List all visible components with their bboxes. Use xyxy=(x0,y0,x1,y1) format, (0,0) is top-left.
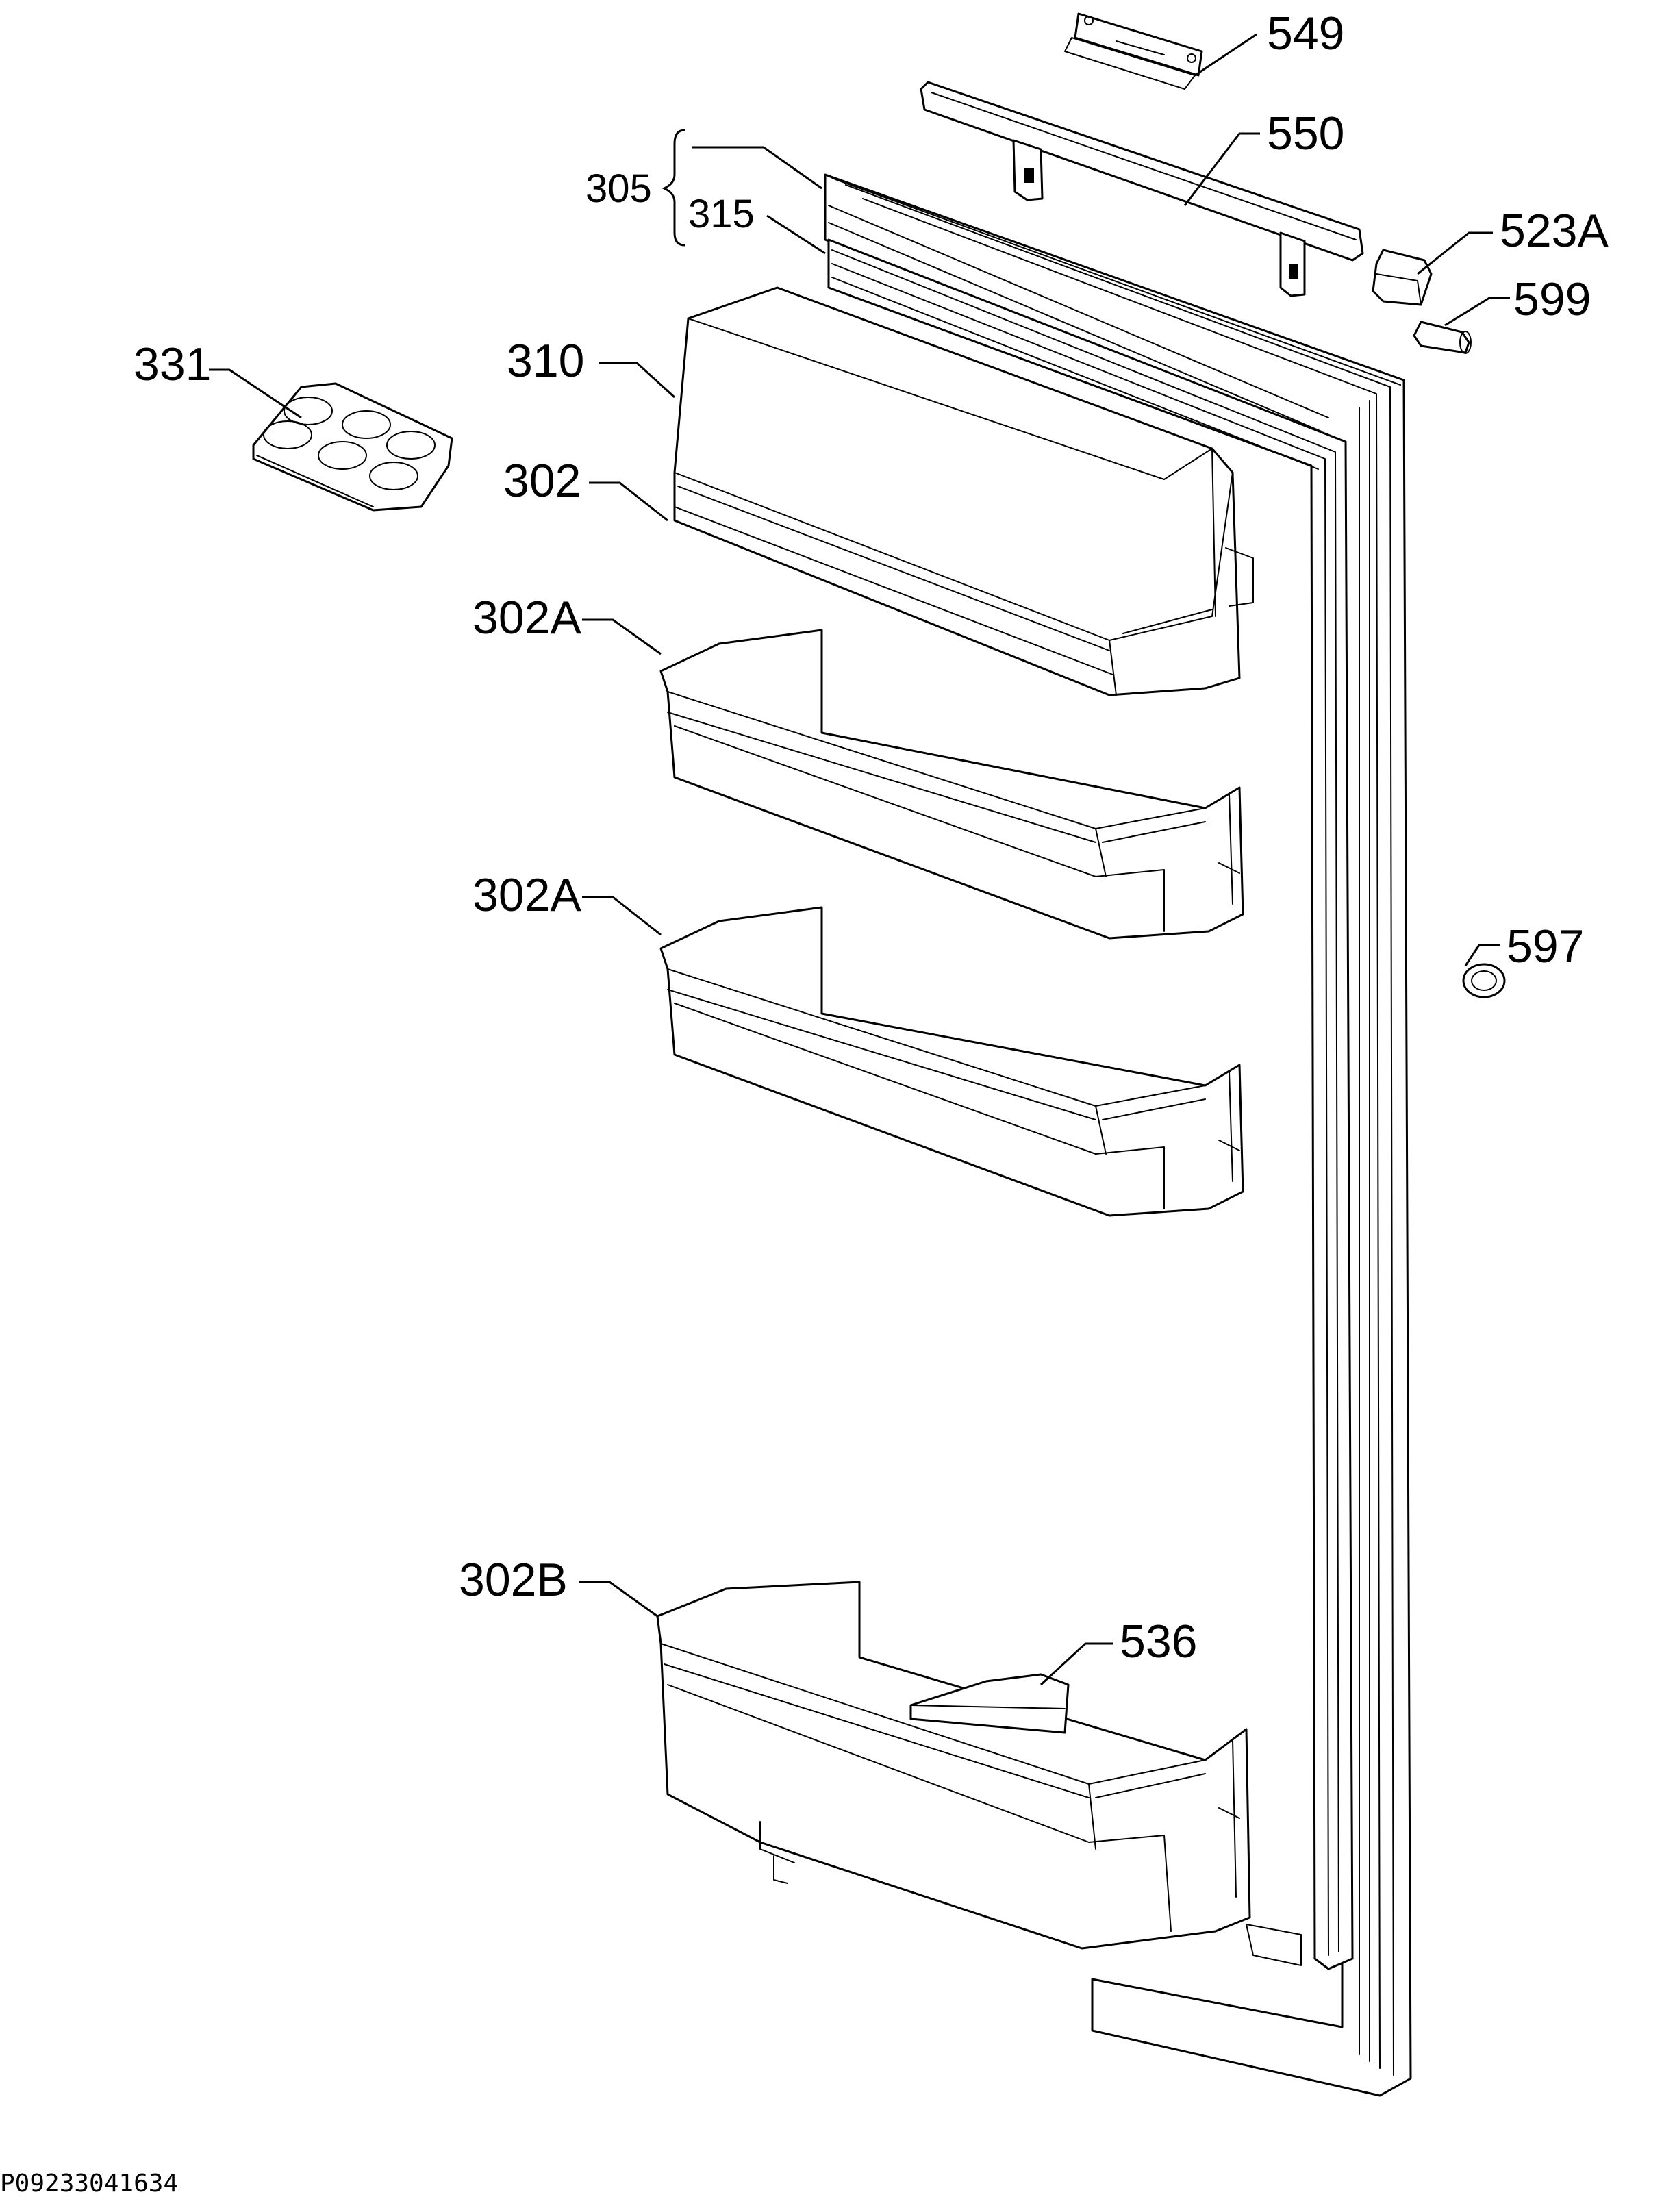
part-302A-shelf-1 xyxy=(659,629,1244,940)
label-549: 549 xyxy=(1267,8,1344,60)
label-302B: 302B xyxy=(459,1554,568,1606)
part-331-egg-tray xyxy=(252,382,453,512)
part-599-pin xyxy=(1413,321,1472,354)
label-550: 550 xyxy=(1267,108,1344,160)
label-523A: 523A xyxy=(1500,205,1609,257)
part-302A-shelf-2 xyxy=(659,906,1244,1217)
door-gasket-315 xyxy=(827,238,1354,1970)
part-597-plug xyxy=(1462,963,1506,998)
drawing-code: P09233041634 xyxy=(0,2170,178,2198)
label-302A-1: 302A xyxy=(473,592,581,644)
part-310-302-dairy-compartment xyxy=(673,286,1254,696)
part-536-bottle-divider xyxy=(909,1673,1070,1734)
label-302: 302 xyxy=(503,455,581,507)
part-302B-bottle-shelf xyxy=(656,1581,1251,1950)
label-536: 536 xyxy=(1120,1616,1197,1668)
part-523A-cap xyxy=(1372,249,1433,306)
label-315: 315 xyxy=(688,192,755,236)
label-597: 597 xyxy=(1507,920,1584,972)
label-599: 599 xyxy=(1513,273,1591,325)
leader-lines xyxy=(209,33,1510,1686)
label-310: 310 xyxy=(507,335,584,387)
label-305: 305 xyxy=(585,166,652,211)
label-331: 331 xyxy=(134,338,211,390)
part-550-handle xyxy=(920,81,1364,297)
label-302A-2: 302A xyxy=(473,869,581,921)
part-549-bracket xyxy=(1064,12,1203,90)
